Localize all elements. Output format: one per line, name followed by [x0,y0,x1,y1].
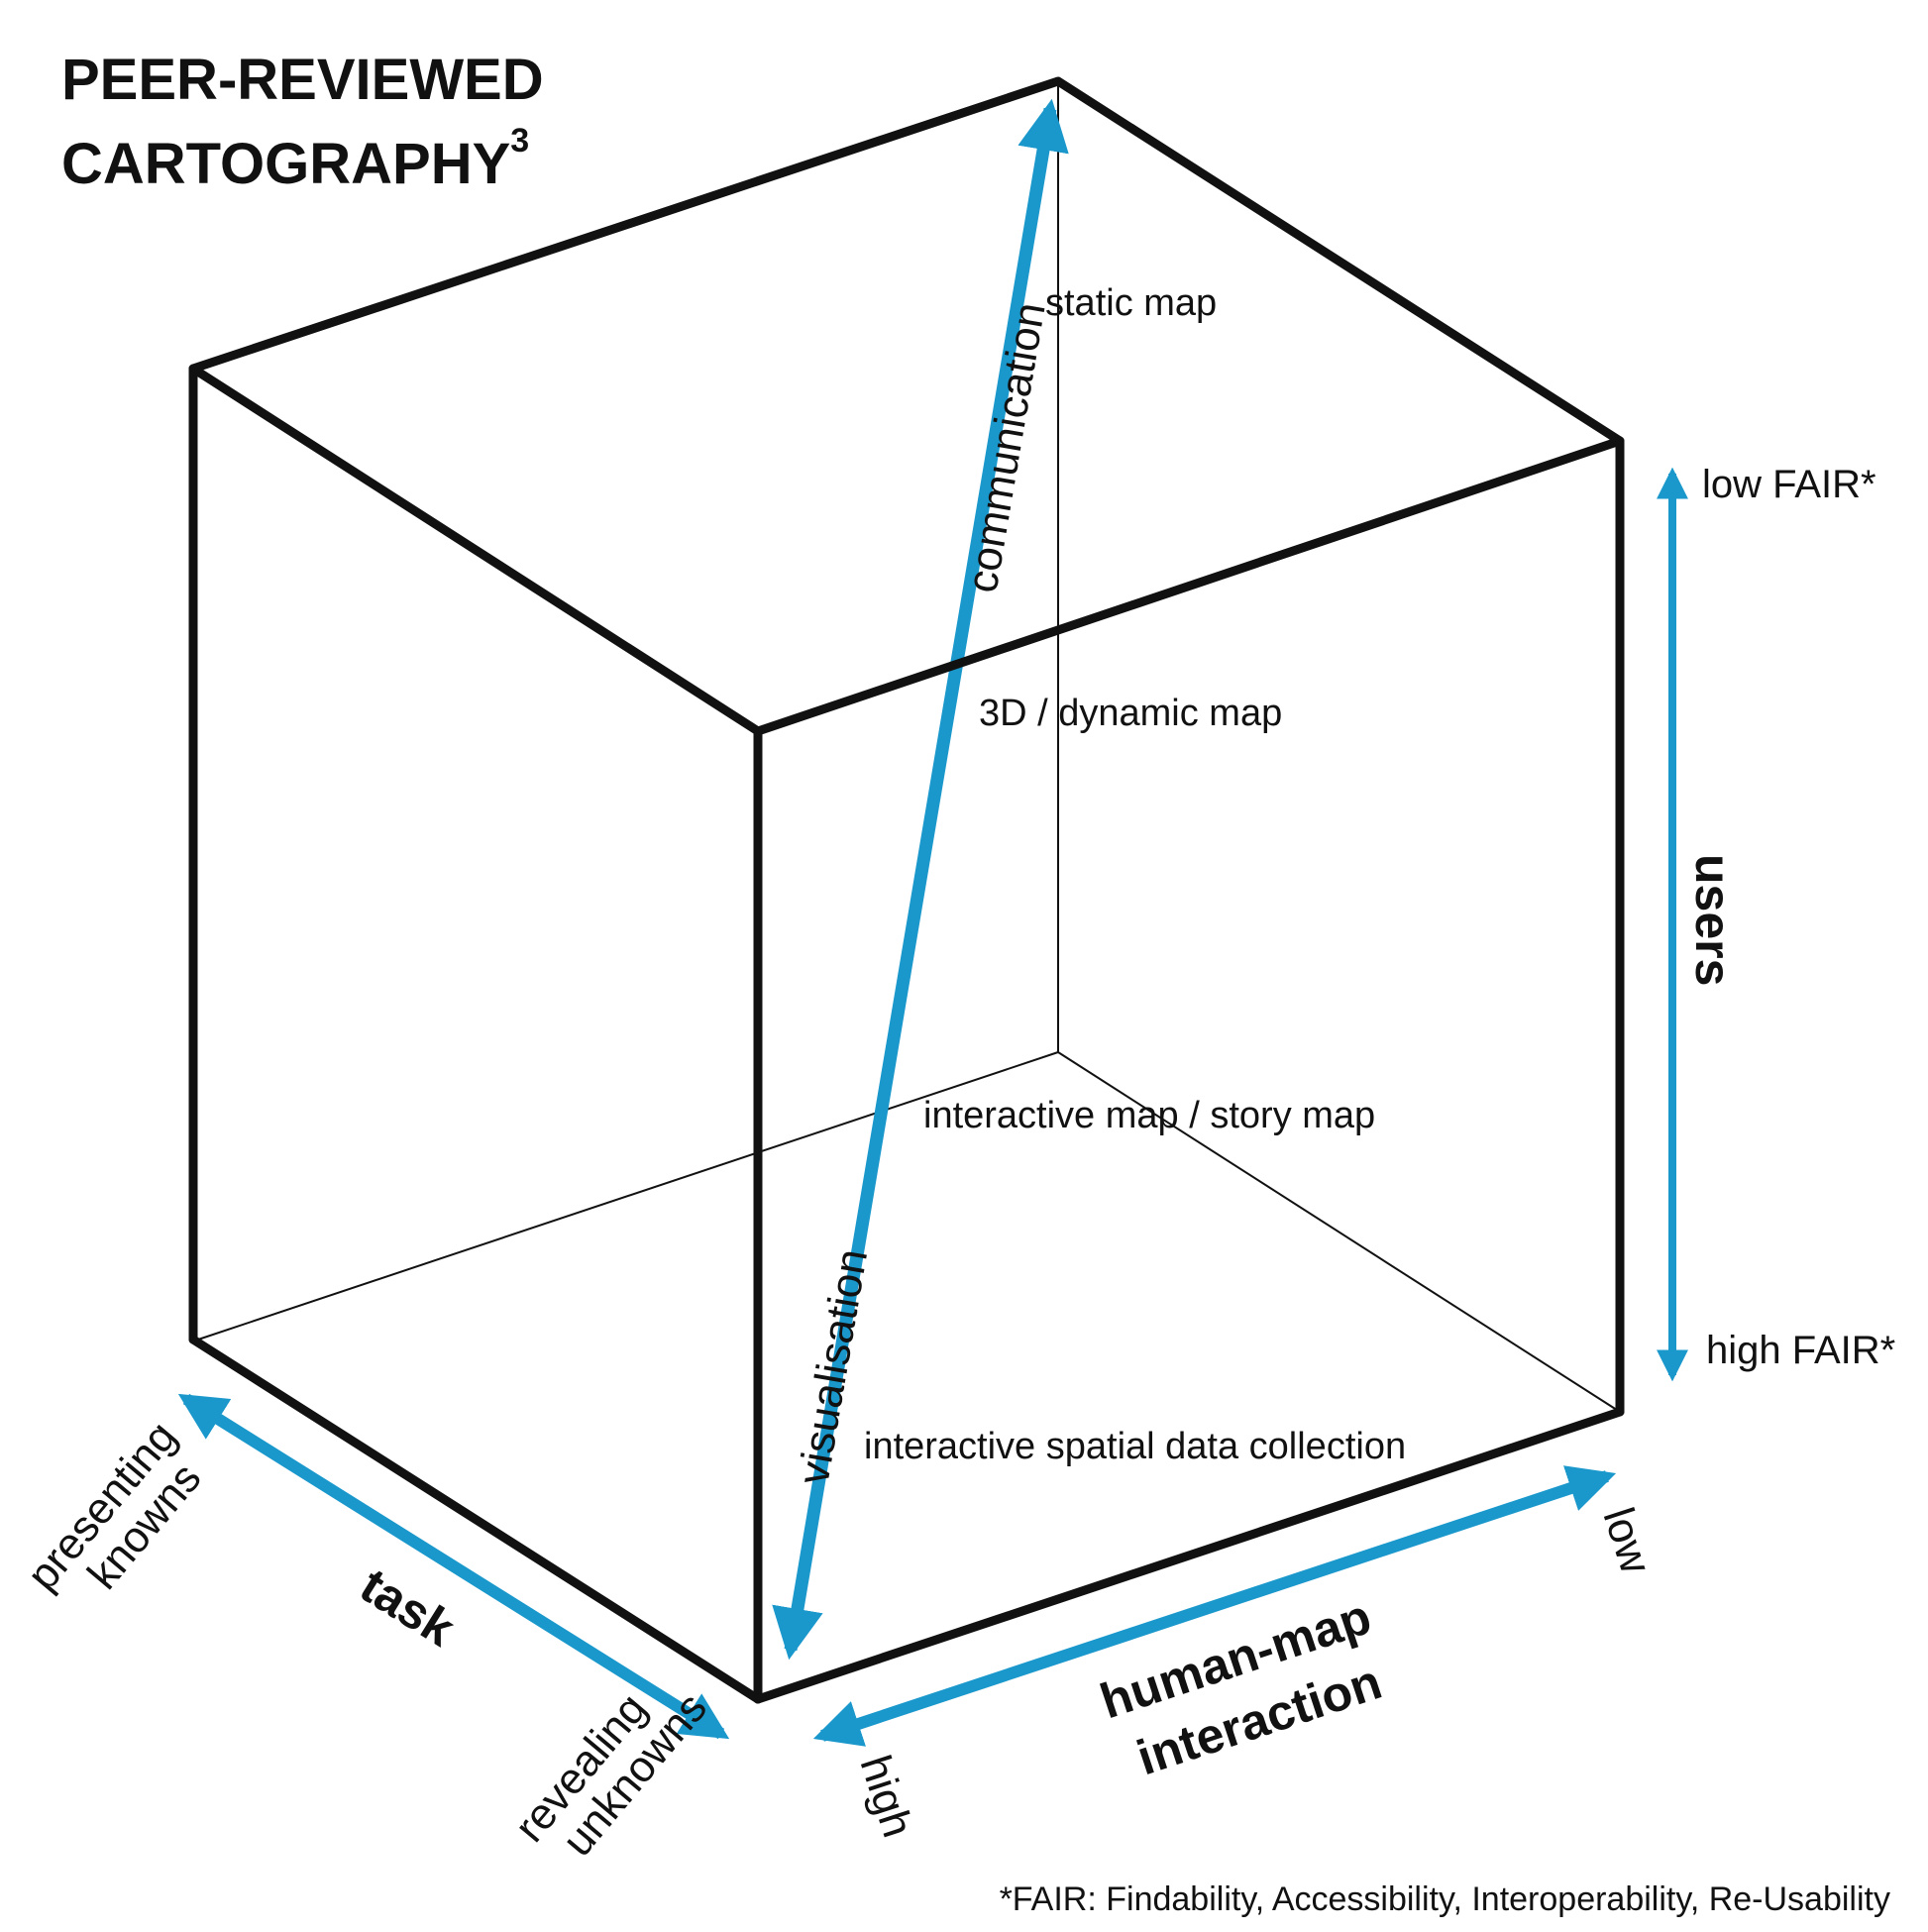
users-low-fair-label: low FAIR* [1702,463,1876,506]
title-line-1: PEER-REVIEWED [61,48,544,112]
task-presenting-label: presentingknowns [18,1413,221,1629]
task-arrow [177,1393,730,1740]
fair-footnote: *FAIR: Findability, Accessibility, Inter… [1000,1880,1890,1918]
users-label: users [1685,854,1741,986]
dynamic-map-label: 3D / dynamic map [979,693,1282,734]
spatial-data-collection-label: interactive spatial data collection [864,1426,1406,1467]
communication-visualisation-arrow [772,98,1069,1661]
title-superscript: 3 [510,122,529,160]
interaction-low-label: low [1593,1502,1660,1579]
communication-label: communication [958,299,1055,596]
hidden-edge-right [1057,1051,1621,1413]
users-high-fair-label: high FAIR* [1706,1329,1895,1372]
task-label: task [351,1557,465,1658]
interaction-arrow [812,1465,1617,1747]
interaction-high-label: high [850,1750,921,1843]
interactive-map-label: interactive map / story map [923,1095,1375,1136]
task-revealing-label: revealingunknowns [505,1655,716,1880]
cube-edge-bottom-left [188,1335,763,1704]
static-map-label: static map [1045,282,1217,324]
title-line-2: CARTOGRAPHY3 [61,122,529,196]
title-main: CARTOGRAPHY [61,132,510,196]
hidden-edges [197,81,1621,1413]
